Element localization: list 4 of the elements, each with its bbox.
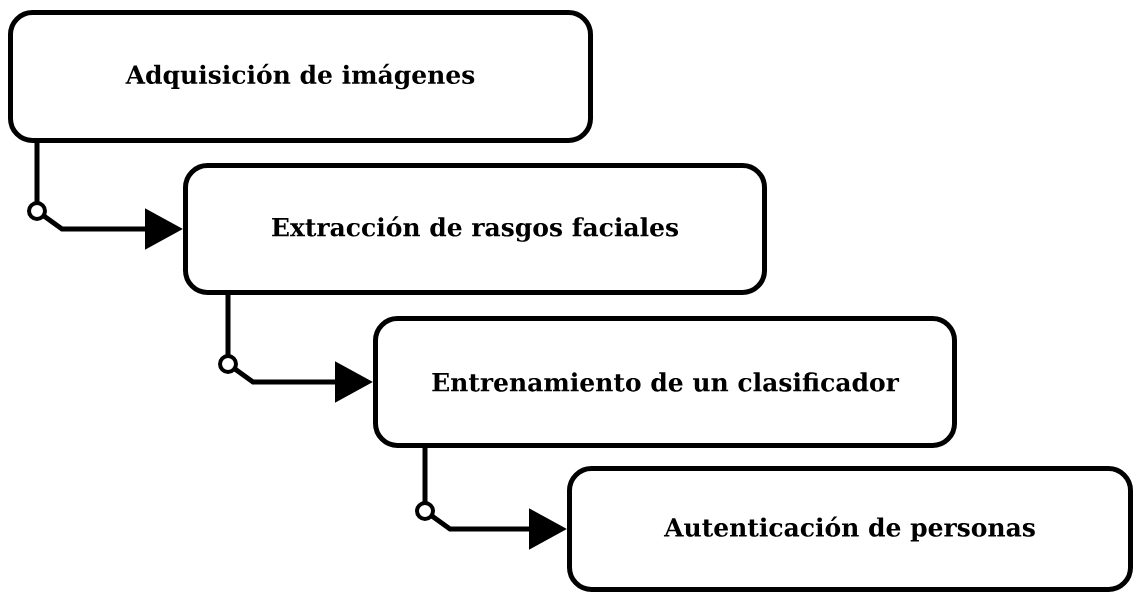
process-box: Extracción de rasgos faciales	[183, 163, 767, 295]
process-box: Entrenamiento de un clasificador	[373, 316, 957, 448]
process-box: Adquisición de imágenes	[8, 10, 593, 143]
process-box: Autenticación de personas	[567, 466, 1133, 592]
